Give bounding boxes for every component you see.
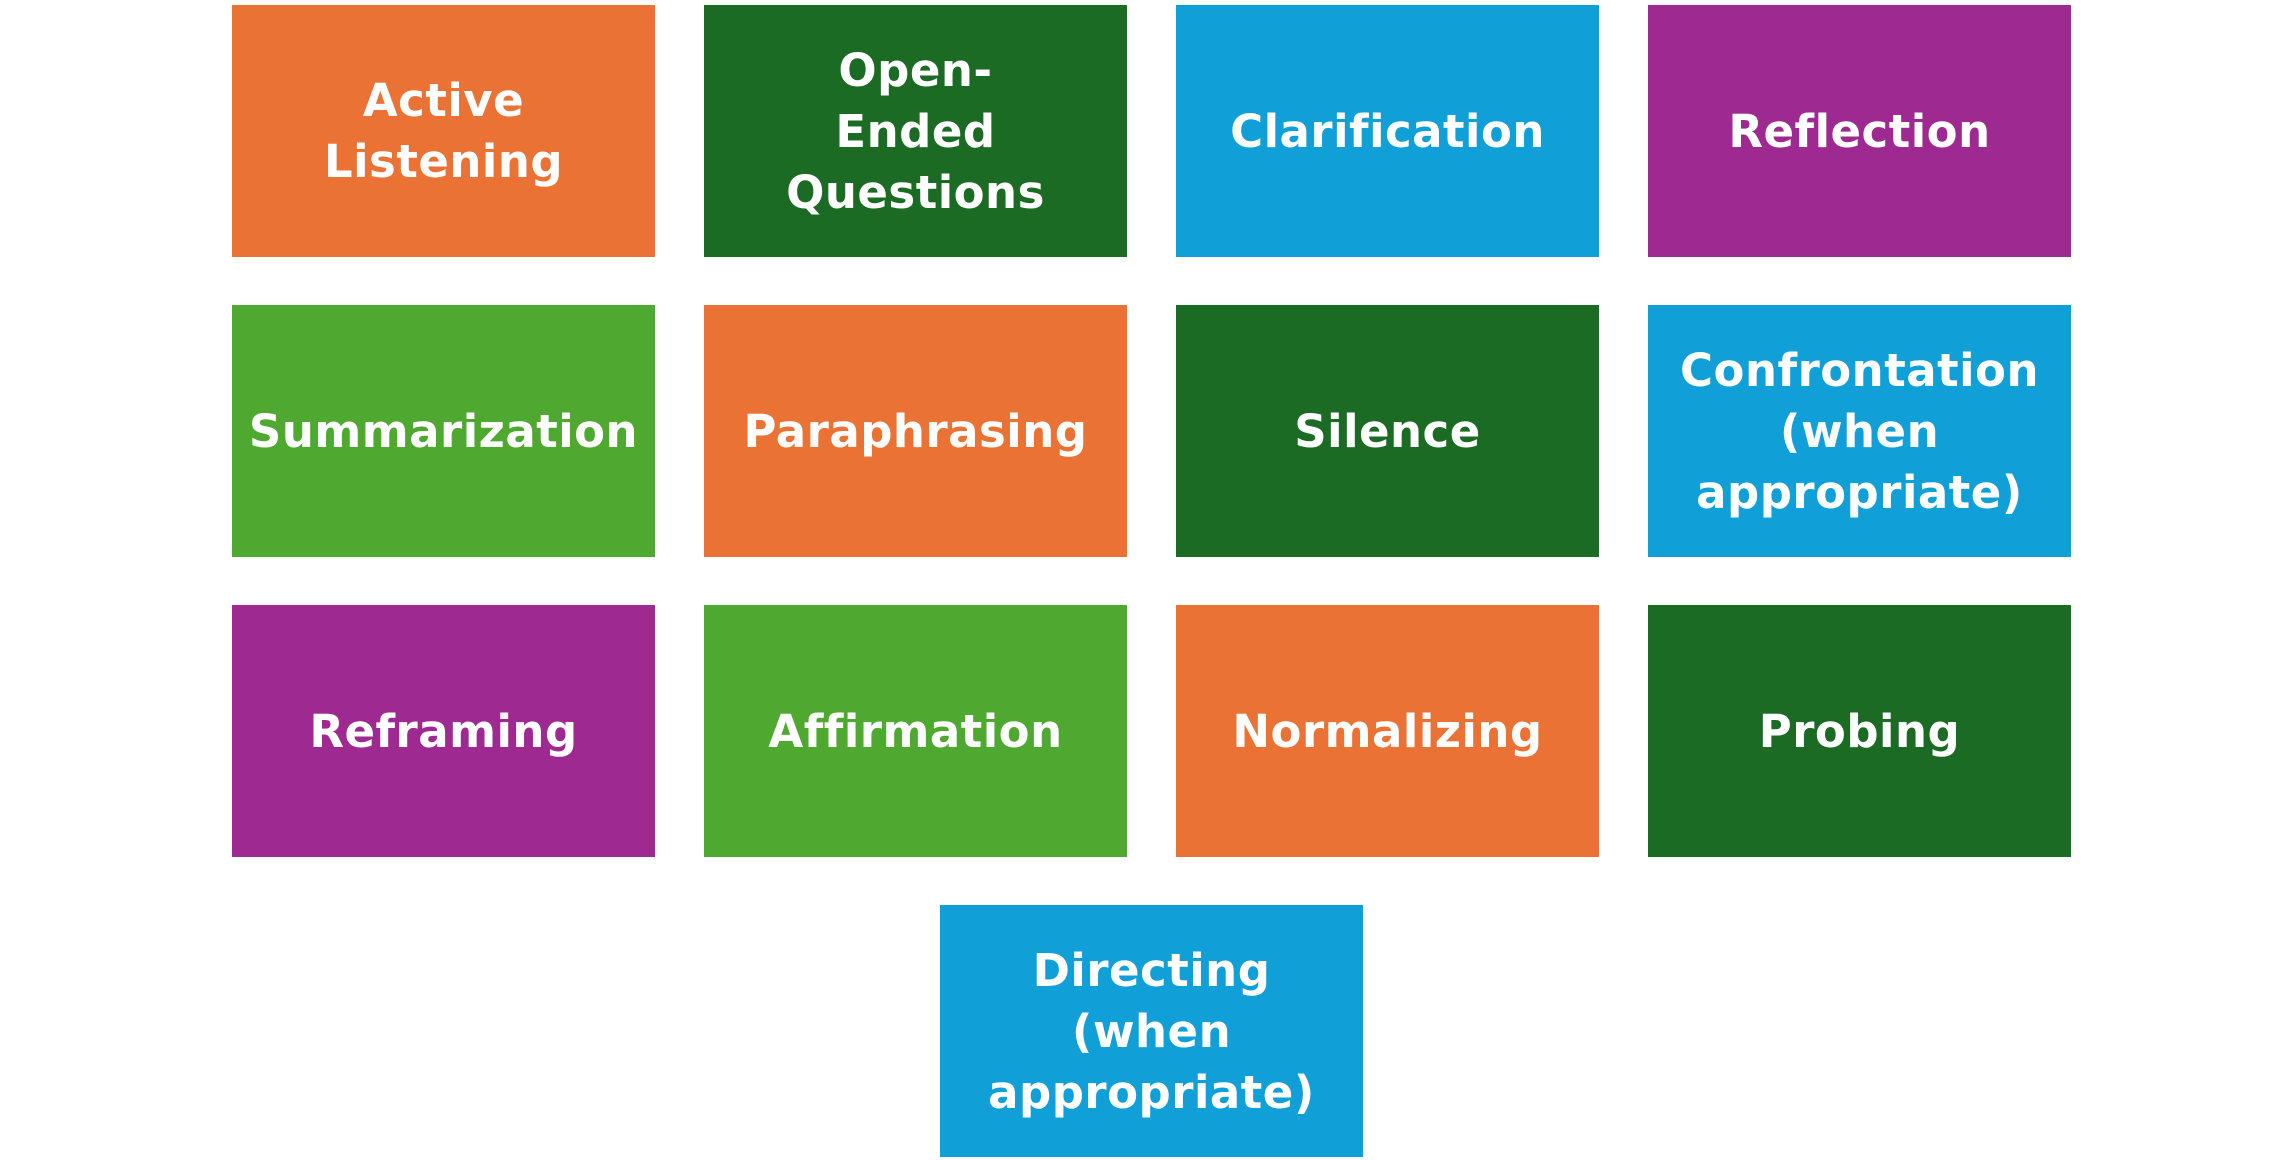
- tile-probing: Probing: [1648, 605, 2071, 857]
- tile-active-listening: Active Listening: [232, 5, 655, 257]
- tile-open-ended-questions: Open-Ended Questions: [704, 5, 1127, 257]
- tile-summarization: Summarization: [232, 305, 655, 557]
- tile-label: Silence: [1294, 404, 1481, 458]
- tile-label: Probing: [1758, 704, 1961, 758]
- tile-label: Normalizing: [1232, 704, 1543, 758]
- tile-normalizing: Normalizing: [1176, 605, 1599, 857]
- tile-label: Open-Ended Questions: [786, 43, 1045, 219]
- tile-label: Directing (when appropriate): [988, 943, 1315, 1119]
- tile-directing: Directing (when appropriate): [940, 905, 1363, 1157]
- tile-label: Active Listening: [323, 74, 564, 188]
- tile-label: Summarization: [248, 404, 639, 458]
- tile-reframing: Reframing: [232, 605, 655, 857]
- tile-silence: Silence: [1176, 305, 1599, 557]
- tile-label: Confrontation (when appropriate): [1680, 343, 2039, 519]
- tile-label: Reflection: [1728, 104, 1991, 158]
- tile-label: Clarification: [1230, 104, 1545, 158]
- tile-affirmation: Affirmation: [704, 605, 1127, 857]
- tile-label: Affirmation: [768, 704, 1063, 758]
- tile-confrontation: Confrontation (when appropriate): [1648, 305, 2071, 557]
- tile-label: Paraphrasing: [743, 404, 1088, 458]
- tile-clarification: Clarification: [1176, 5, 1599, 257]
- tile-label: Reframing: [309, 704, 578, 758]
- tile-reflection: Reflection: [1648, 5, 2071, 257]
- tile-paraphrasing: Paraphrasing: [704, 305, 1127, 557]
